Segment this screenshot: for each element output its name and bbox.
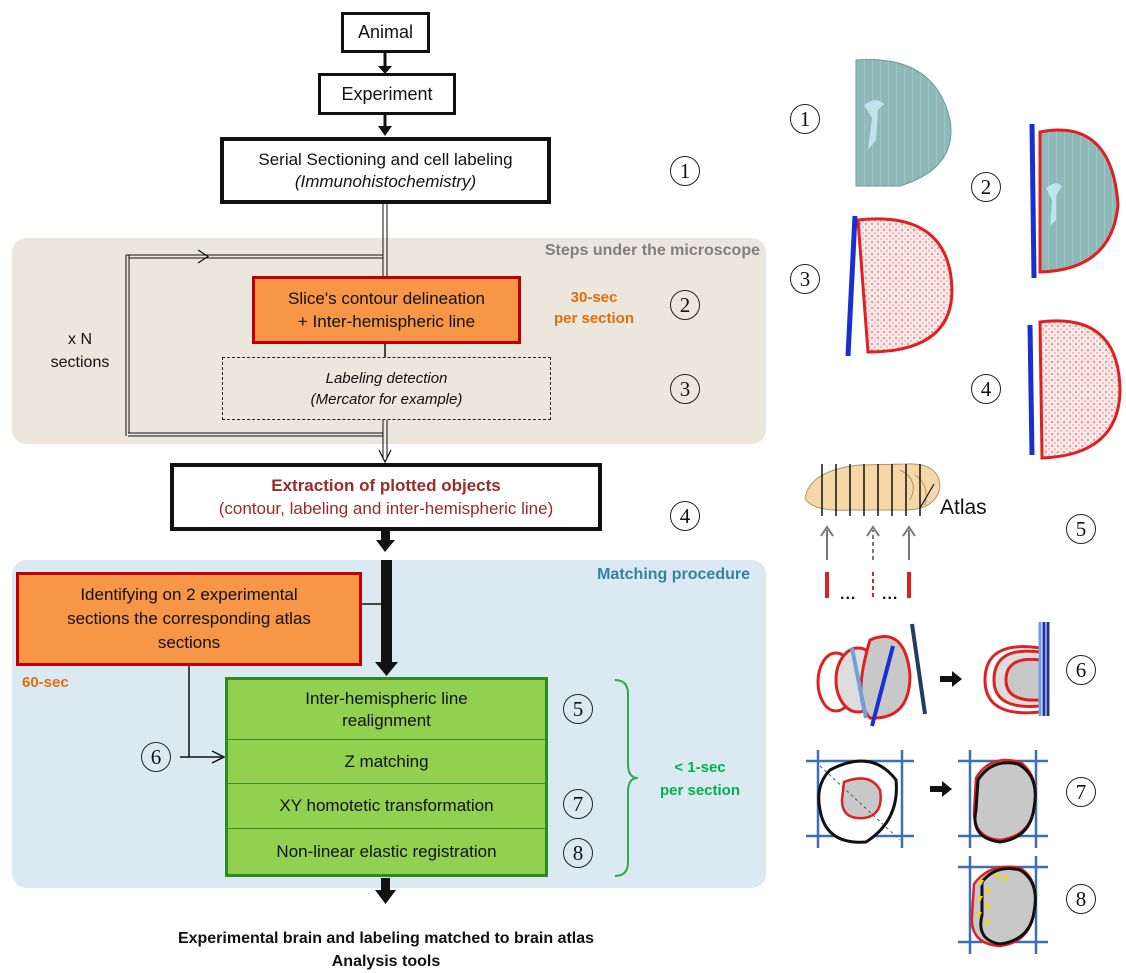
flow-marker-8: 8 [563,838,593,868]
identify-time-label: 60-sec [22,674,69,691]
flow-marker-4: 4 [670,501,700,531]
image-marker-5: 5 [1066,514,1096,544]
step-realignment-label: Inter-hemispheric line realignment [305,688,468,730]
identify-atlas-line1: Identifying on 2 experimental [80,585,298,604]
result-line2: Analysis tools [331,953,441,970]
step-realignment: Inter-hemispheric line realignment [228,680,545,740]
serial-sectioning-title: Serial Sectioning and cell labeling [258,149,513,169]
experiment-label: Experiment [341,83,433,104]
image-marker-7: 7 [1066,777,1096,807]
microscope-panel-title: Steps under the microscope [544,242,760,259]
flow-marker-5: 5 [563,694,593,724]
step-xy-homotetic: XY homotetic transformation [228,784,545,829]
loop-count-n: x N [68,331,92,348]
identify-atlas-box: Identifying on 2 experimental sections t… [16,572,362,666]
identify-atlas-line2: sections the corresponding atlas [67,609,311,628]
contour-time-unit: per section [553,310,635,327]
flow-marker-2: 2 [670,290,700,320]
flow-marker-1: 1 [670,156,700,186]
step-z-matching-label: Z matching [344,751,429,771]
image-marker-3: 3 [790,264,820,294]
labeling-detection-line1: Labeling detection [325,369,448,387]
flow-marker-7: 7 [563,789,593,819]
loop-count-label: x N sections [42,328,118,374]
atlas-ellipsis-right: ... [882,586,899,603]
registration-time-value: < 1-sec [674,759,726,776]
result-text: Experimental brain and labeling matched … [100,927,672,973]
experiment-box: Experiment [318,73,456,115]
step-z-matching: Z matching [228,740,545,784]
contour-delineation-line2: + Inter-hemispheric line [297,312,476,331]
step-elastic-registration: Non-linear elastic registration [228,829,545,874]
flow-marker-3: 3 [670,374,700,404]
contour-time-value: 30-sec [570,289,618,306]
atlas-label: Atlas [940,496,987,519]
extraction-title: Extraction of plotted objects [271,476,501,495]
result-line1: Experimental brain and labeling matched … [177,930,595,947]
registration-time-label: < 1-sec per section [636,756,764,802]
serial-sectioning-box: Serial Sectioning and cell labeling (Imm… [220,137,551,204]
image-marker-2: 2 [971,172,1001,202]
identify-atlas-line3: sections [157,633,221,652]
contour-delineation-line1: Slice's contour delineation [288,289,485,308]
image-marker-8: 8 [1066,884,1096,914]
image-marker-1: 1 [790,104,820,134]
registration-time-unit: per section [659,782,741,799]
step-elastic-registration-label: Non-linear elastic registration [276,841,497,861]
extraction-box: Extraction of plotted objects (contour, … [170,463,602,531]
atlas-ellipsis-left: ... [840,586,857,603]
loop-count-unit: sections [50,354,110,371]
labeling-detection-line2: (Mercator for example) [310,390,463,408]
registration-steps-box: Inter-hemispheric line realignment Z mat… [225,677,548,877]
animal-box: Animal [341,12,430,53]
contour-time-label: 30-sec per section [534,287,654,329]
serial-sectioning-subtitle: (Immunohistochemistry) [294,171,477,191]
extraction-subtitle: (contour, labeling and inter-hemispheric… [218,499,554,518]
step-xy-homotetic-label: XY homotetic transformation [279,796,494,815]
image-marker-4: 4 [971,374,1001,404]
animal-label: Animal [357,22,414,42]
labeling-detection-box: Labeling detection (Mercator for example… [222,357,551,420]
contour-delineation-box: Slice's contour delineation + Inter-hemi… [252,276,521,344]
flow-marker-6: 6 [141,742,171,772]
matching-panel-title: Matching procedure [597,566,750,583]
image-marker-6: 6 [1066,655,1096,685]
